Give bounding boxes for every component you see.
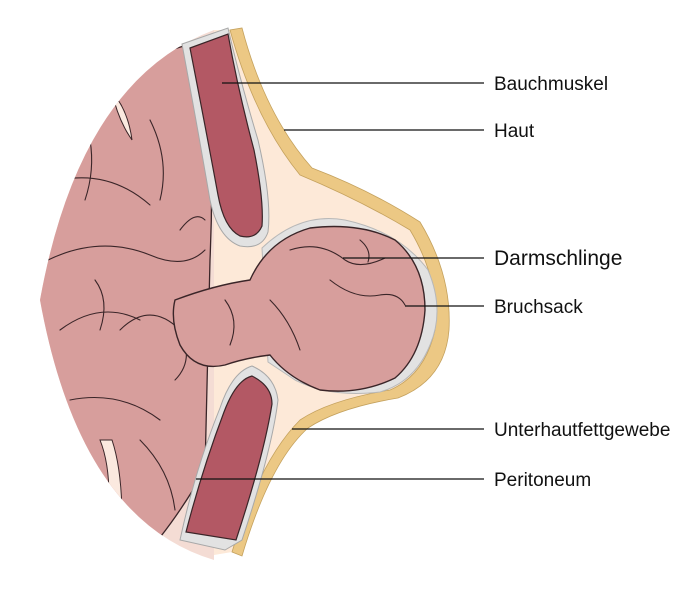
- lower-muscle-tissue: [185, 375, 273, 541]
- intestine-fold: [179, 216, 206, 231]
- loop-fold: [224, 299, 235, 346]
- loop-fold: [289, 246, 386, 266]
- loop-fold: [359, 239, 370, 263]
- label-haut: Haut: [494, 121, 535, 142]
- intestinal-loop: [172, 225, 426, 392]
- upper-muscle-tissue: [189, 33, 263, 238]
- loop-fold: [329, 279, 406, 306]
- label-peritoneum: Peritoneum: [494, 470, 591, 491]
- intestine-fold: [149, 119, 164, 201]
- label-bauchmuskel: Bauchmuskel: [494, 74, 608, 95]
- label-bruchsack: Bruchsack: [494, 297, 583, 318]
- abdominal-cavity: [40, 30, 214, 560]
- intestine-fold: [47, 245, 206, 262]
- loop-fold: [269, 299, 301, 351]
- intestine-fold: [69, 397, 161, 421]
- peritoneum-gap-top: [111, 90, 133, 141]
- intestine-fold: [94, 279, 105, 331]
- intestine-fold: [84, 139, 93, 201]
- intestine-fold: [59, 311, 141, 331]
- label-unterhautfettgewebe: Unterhautfettgewebe: [494, 420, 670, 441]
- intestine-fold: [139, 439, 176, 511]
- label-darmschlinge: Darmschlinge: [494, 247, 622, 270]
